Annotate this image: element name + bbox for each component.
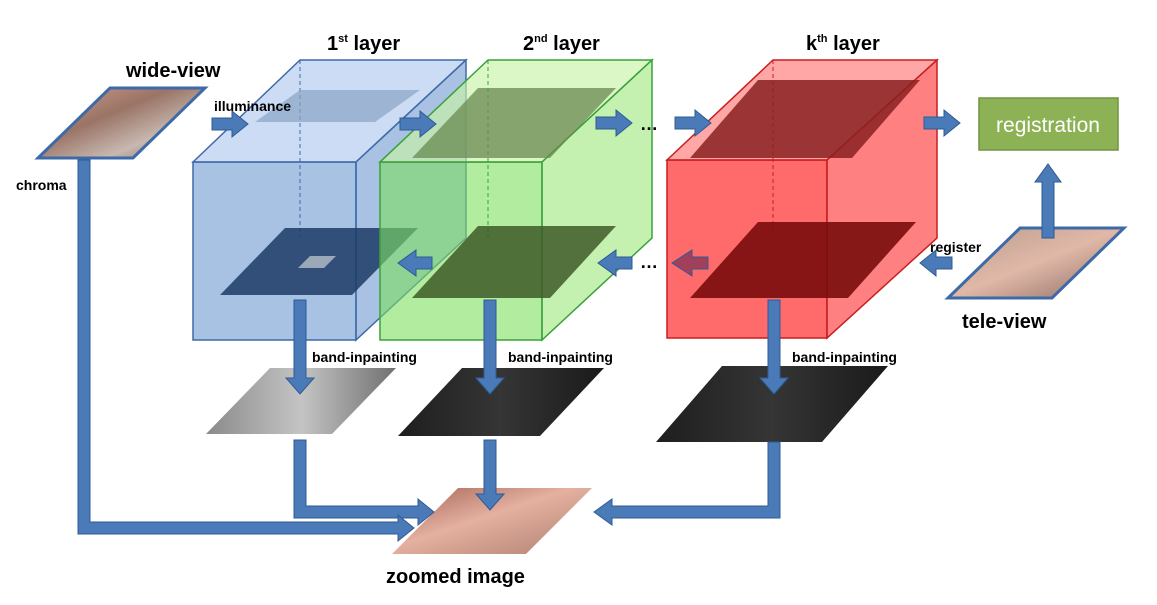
- arrow-chroma: [77, 159, 415, 543]
- ellipsis-bottom: …: [640, 252, 658, 272]
- registration-box: registration: [978, 97, 1119, 151]
- layer-k-illuminance-plane: [690, 80, 920, 158]
- arrow-register: [919, 248, 953, 278]
- layer-k-band-plane: [690, 222, 916, 298]
- layer-2-illuminance-plane: [412, 88, 616, 158]
- arrows: [77, 108, 1062, 543]
- arrow-illuminance: [211, 109, 249, 139]
- arrow-down-layer-k: [758, 299, 790, 395]
- layer-2-cube: [378, 58, 654, 342]
- arrow-down-layer2: [474, 299, 506, 395]
- layer-2-title: 2nd layer: [523, 33, 600, 55]
- band-output-k: [656, 366, 888, 442]
- arrow-layer2-to-layer1: [397, 249, 433, 277]
- layer-1-illuminance-plane: [255, 90, 420, 122]
- registration-label: registration: [996, 114, 1100, 137]
- zoomed-image-label: zoomed image: [386, 566, 525, 588]
- band-inpainting-label-1: band-inpainting: [312, 349, 417, 365]
- tele-view-label: tele-view: [962, 311, 1047, 333]
- tele-view-image: [944, 226, 1128, 300]
- zoomed-image: [392, 488, 592, 554]
- arrow-layer1-to-layer2: [399, 109, 437, 139]
- illuminance-label: illuminance: [214, 98, 291, 114]
- wide-view-label: wide-view: [125, 60, 221, 82]
- arrow-layer-k-back: [671, 249, 709, 277]
- arrow-tele-to-registration: [1034, 163, 1062, 239]
- arrow-output1-to-zoomed: [293, 439, 435, 527]
- arrow-to-layer-k: [674, 108, 712, 138]
- arrow-outputk-to-zoomed: [593, 441, 781, 526]
- arrow-layer2-to-next: [595, 108, 633, 138]
- wide-view-image: [34, 86, 209, 160]
- arrow-to-registration: [923, 108, 961, 138]
- arrow-back-to-layer2: [597, 249, 633, 277]
- layer-2-band-plane: [412, 226, 616, 298]
- layer-k-title: kth layer: [806, 33, 880, 55]
- layer-1-title: 1st layer: [327, 33, 400, 55]
- layer-k-cube: [665, 58, 939, 340]
- band-inpainting-label-k: band-inpainting: [792, 349, 897, 365]
- arrow-down-layer1: [284, 299, 316, 395]
- ellipsis-top: …: [640, 114, 658, 134]
- band-inpainting-label-2: band-inpainting: [508, 349, 613, 365]
- band-output-2: [398, 368, 604, 436]
- arrow-output2-to-zoomed: [474, 439, 506, 511]
- register-label: register: [930, 239, 982, 255]
- chroma-label: chroma: [16, 177, 67, 193]
- band-output-1: [206, 368, 396, 434]
